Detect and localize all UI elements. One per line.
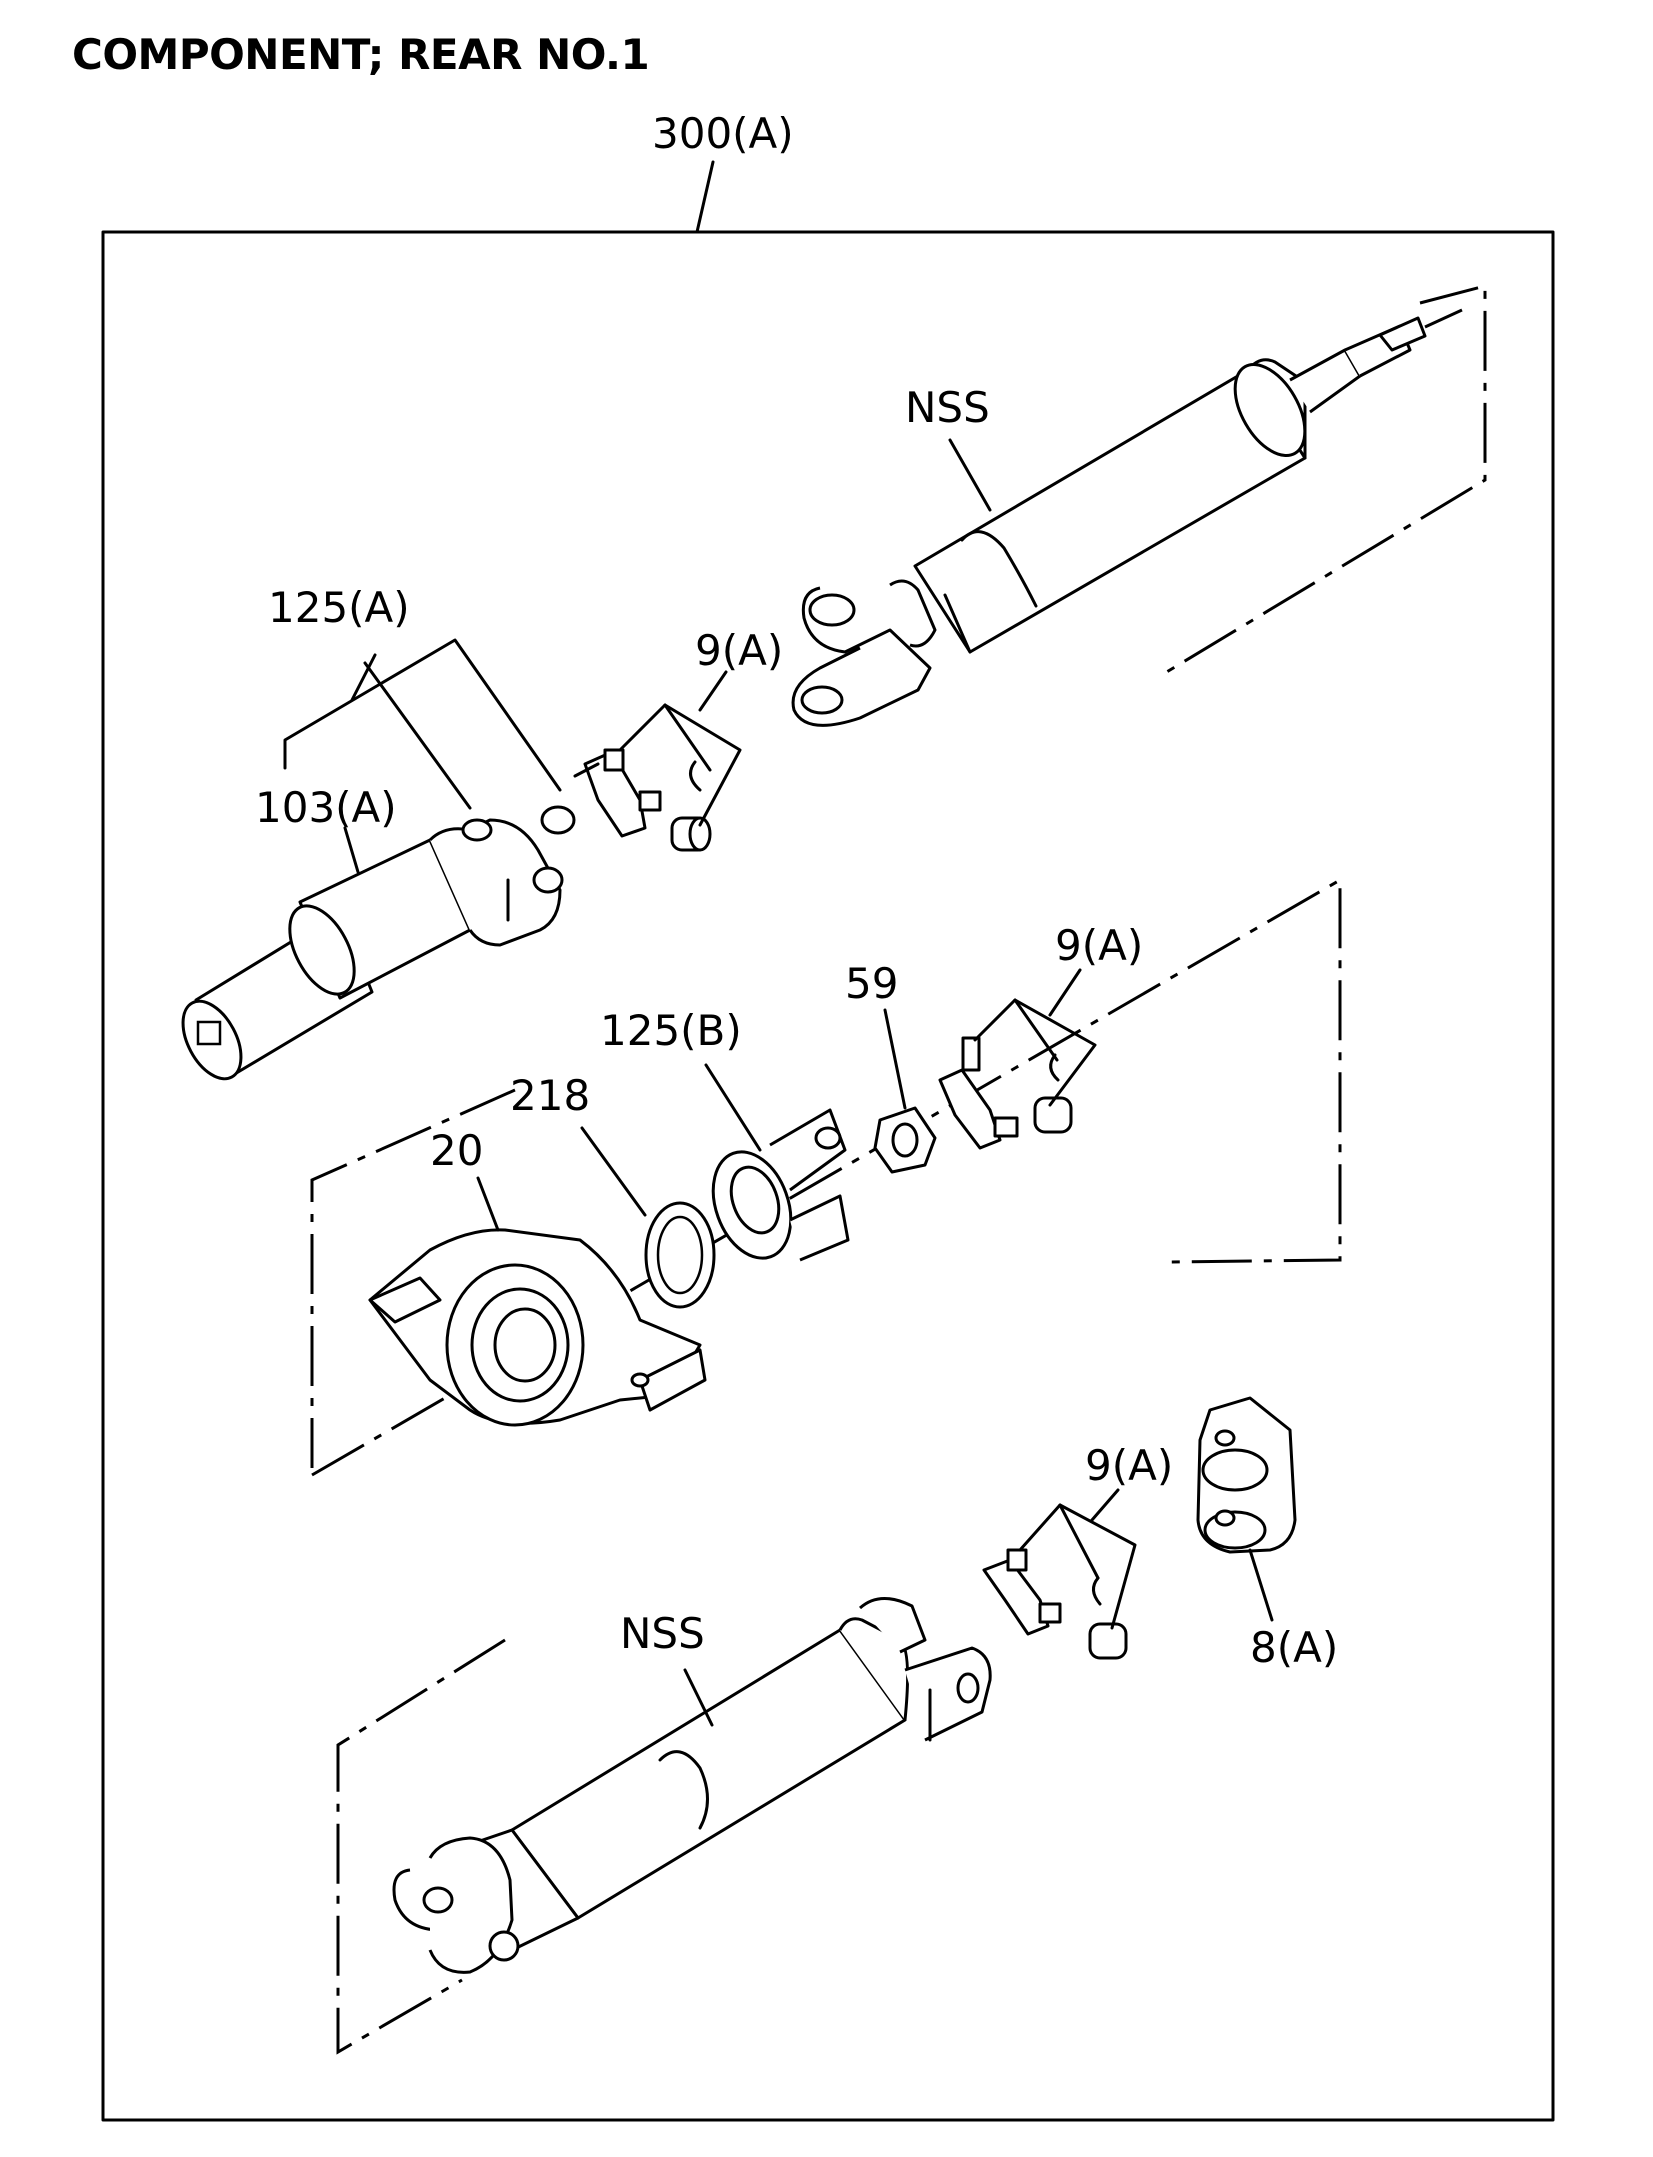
label-59: 59 (845, 959, 898, 1008)
leader-lines (283, 438, 1274, 1727)
washer-218-outer (644, 1201, 716, 1309)
washer-218-inner (656, 1215, 704, 1295)
universal-joint-9a-top (573, 748, 712, 852)
rear-shaft-tube (336, 1597, 992, 2055)
label-nss-bottom: NSS (620, 1609, 705, 1658)
center-bearing-20 (310, 877, 1342, 1477)
diagram-frame (101, 230, 1555, 2122)
page-title: COMPONENT; REAR NO.1 (72, 30, 650, 79)
label-125a: 125(A) (268, 583, 410, 632)
nut-59 (873, 1106, 937, 1174)
label-103a: 103(A) (255, 783, 397, 832)
label-125b: 125(B) (600, 1006, 742, 1055)
snap-ring-125a (540, 805, 576, 835)
front-shaft-tube (791, 284, 1487, 727)
flange-yoke-125b (711, 1108, 850, 1262)
assembly-leader (695, 160, 715, 234)
universal-joint-9a-bottom (982, 1548, 1128, 1660)
label-9a-top: 9(A) (695, 626, 783, 675)
label-9a-middle: 9(A) (1055, 921, 1143, 970)
label-9a-bottom: 9(A) (1085, 1441, 1173, 1490)
label-218: 218 (510, 1071, 590, 1120)
universal-joint-9a-middle (938, 1036, 1073, 1150)
flange-8a (1196, 1396, 1297, 1554)
label-20: 20 (430, 1126, 483, 1175)
sleeve-yoke-103a (181, 818, 564, 1081)
label-8a: 8(A) (1250, 1623, 1338, 1672)
label-nss-top: NSS (905, 383, 990, 432)
label-300a: 300(A) (652, 109, 794, 158)
